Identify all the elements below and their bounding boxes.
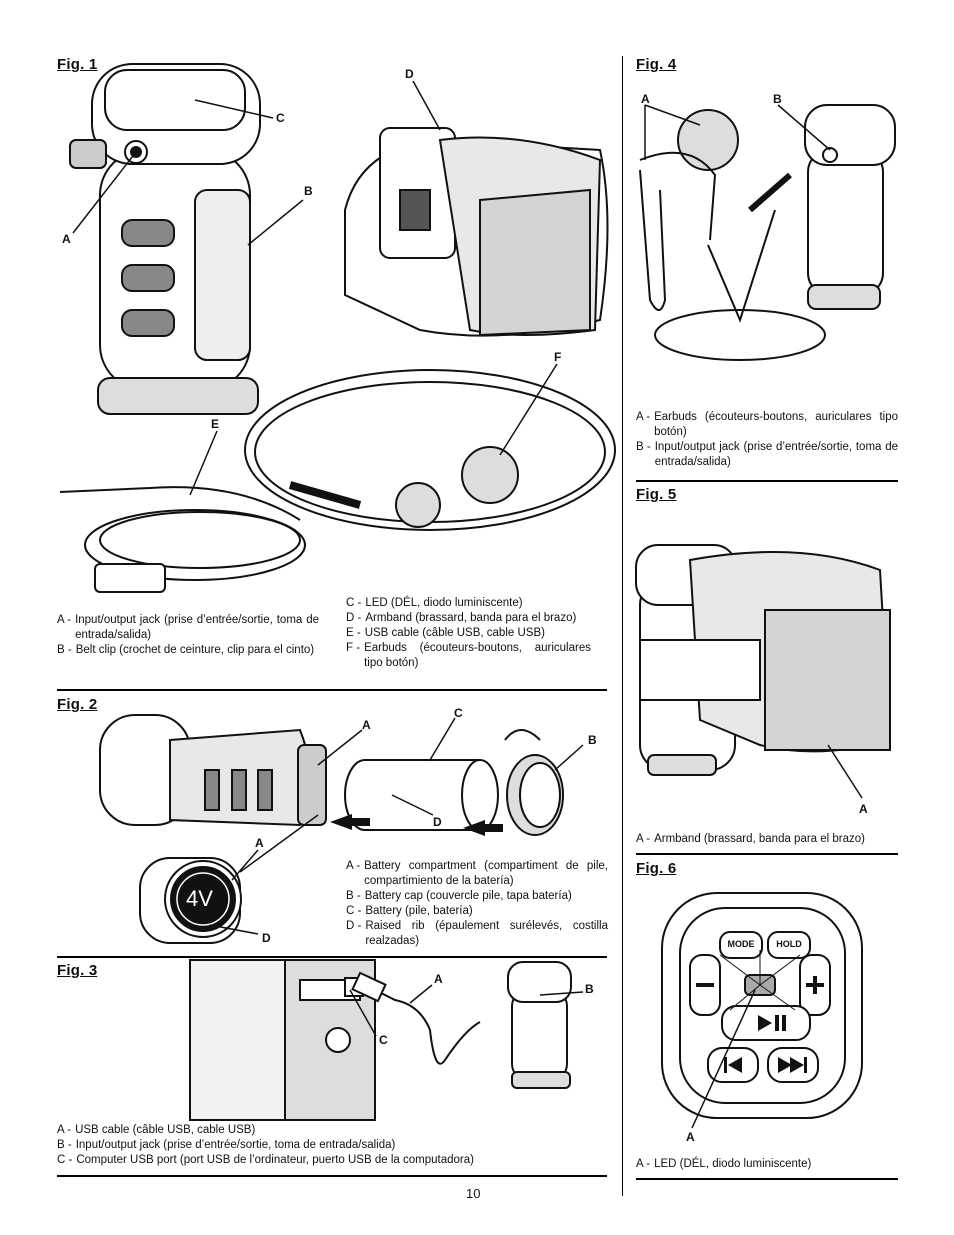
fig4-legend: A -Earbuds (écouteurs-boutons, auricular…	[636, 410, 898, 470]
fig3-label-b: B	[585, 982, 594, 996]
fig1-legend-right: C -LED (DÉL, diodo luminiscente) D -Armb…	[346, 596, 591, 671]
legend-item: A -Armband (brassard, banda para el braz…	[636, 833, 866, 845]
armband-with-player-illustration	[635, 544, 892, 776]
minus-icon	[696, 983, 714, 987]
fig1-title: Fig. 1	[57, 56, 98, 73]
usb-cable-illustration	[59, 486, 306, 593]
fig2-legend: A -Battery compartment (compartiment de …	[346, 859, 608, 949]
column-separator	[622, 56, 623, 1196]
fig6-leader-lines	[691, 989, 756, 1129]
arrows	[330, 814, 503, 836]
legend-item: C -LED (DÉL, diodo luminiscente)	[346, 597, 523, 609]
legend-item: E -USB cable (câble USB, cable USB)	[346, 627, 545, 639]
computer-tower-illustration	[189, 959, 376, 1121]
fig1-label-d: D	[405, 67, 414, 81]
led-glow-lines	[719, 950, 801, 1011]
fig2-label-a-bottom: A	[255, 836, 264, 850]
fig2-label-a-top: A	[362, 718, 371, 732]
fig6-title: Fig. 6	[636, 860, 677, 877]
earbuds-illustration-fig4	[639, 109, 826, 361]
fig1-legend-left: A -Input/output jack (prise d’entrée/sor…	[57, 613, 319, 658]
fig2-title: Fig. 2	[57, 696, 98, 713]
fig4-title: Fig. 4	[636, 56, 677, 73]
fig2-divider	[57, 956, 607, 958]
legend-item: C -Computer USB port (port USB de l’ordi…	[57, 1154, 474, 1166]
fig3-divider	[57, 1175, 607, 1177]
fig1-divider	[57, 689, 607, 691]
earbuds-illustration	[244, 369, 616, 531]
hold-button-label: HOLD	[776, 939, 802, 949]
fig2-label-b: B	[588, 733, 597, 747]
legend-item: A -LED (DÉL, diodo luminiscente)	[636, 1158, 812, 1170]
next-icon	[778, 1057, 792, 1073]
fig4-label-a: A	[641, 92, 650, 106]
control-panel-illustration	[661, 892, 863, 1119]
armband-illustration	[344, 127, 609, 337]
fig1-label-e: E	[211, 417, 220, 431]
fig6-label-a: A	[686, 1130, 695, 1144]
fig1-label-b: B	[304, 184, 313, 198]
fig4-label-b: B	[773, 92, 782, 106]
mode-button-shape	[719, 931, 763, 959]
legend-item: B -Belt clip (crochet de ceinture, clip …	[57, 644, 315, 656]
fig2-leader-lines	[209, 717, 584, 935]
fig2-label-d-top: D	[433, 815, 442, 829]
fig5-legend: A -Armband (brassard, banda para el braz…	[636, 832, 898, 847]
player-device-illustration-fig3	[507, 961, 572, 1089]
fig6-legend: A -LED (DÉL, diodo luminiscente)	[636, 1157, 898, 1172]
fig3-legend: A -USB cable (câble USB, cable USB) B -I…	[57, 1123, 607, 1168]
fig6-divider	[636, 1178, 898, 1180]
fig5-title: Fig. 5	[636, 486, 677, 503]
fig1-leader-lines	[72, 80, 558, 496]
fig1-label-c: C	[276, 111, 285, 125]
legend-item: A -USB cable (câble USB, cable USB)	[57, 1124, 256, 1136]
fig2-label-d-bottom: D	[262, 931, 271, 945]
fig5-leader-lines	[827, 744, 863, 799]
fig5-label-a: A	[859, 802, 868, 816]
battery-end-closeup	[139, 857, 242, 944]
legend-item: A -Earbuds (écouteurs-boutons, auricular…	[636, 411, 898, 438]
fig4-leader-lines	[644, 104, 831, 160]
legend-item: B -Battery cap (couvercle pile, tapa bat…	[346, 890, 572, 902]
pause-icon	[775, 1015, 779, 1031]
legend-item: D -Raised rib (épaulement surélevés, cos…	[346, 920, 608, 947]
usb-cable-illustration-fig3	[351, 971, 481, 1065]
fig1-label-f: F	[554, 350, 562, 364]
previous-icon	[728, 1057, 742, 1073]
player-device-illustration	[69, 63, 261, 415]
hold-button-shape	[767, 931, 811, 959]
battery-cap-illustration	[504, 729, 564, 836]
fig4-divider	[636, 480, 898, 482]
battery-voltage-label: 4V	[186, 886, 213, 911]
legend-item: F -Earbuds (écouteurs-boutons, auricular…	[346, 642, 591, 669]
legend-item: A -Input/output jack (prise d’entrée/sor…	[57, 614, 319, 641]
legend-item: B -Input/output jack (prise d’entrée/sor…	[57, 1139, 396, 1151]
fig3-title: Fig. 3	[57, 962, 98, 979]
transport-icons	[696, 976, 824, 1073]
fig2-label-c: C	[454, 706, 463, 720]
legend-item: B -Input/output jack (prise d’entrée/sor…	[636, 441, 898, 468]
legend-item: A -Battery compartment (compartiment de …	[346, 860, 608, 887]
mode-button-label: MODE	[727, 939, 755, 949]
fig1-label-a: A	[62, 232, 71, 246]
legend-item: D -Armband (brassard, banda para el braz…	[346, 612, 577, 624]
battery-compartment-illustration	[99, 714, 327, 827]
fig3-leader-lines	[349, 984, 584, 1037]
play-icon	[758, 1015, 772, 1031]
fig3-label-c: C	[379, 1033, 388, 1047]
battery-illustration	[344, 759, 499, 831]
fig5-divider	[636, 853, 898, 855]
player-device-illustration-fig4	[804, 104, 896, 310]
legend-item: C -Battery (pile, batería)	[346, 905, 473, 917]
page-number: 10	[466, 1186, 481, 1201]
fig3-label-a: A	[434, 972, 443, 986]
